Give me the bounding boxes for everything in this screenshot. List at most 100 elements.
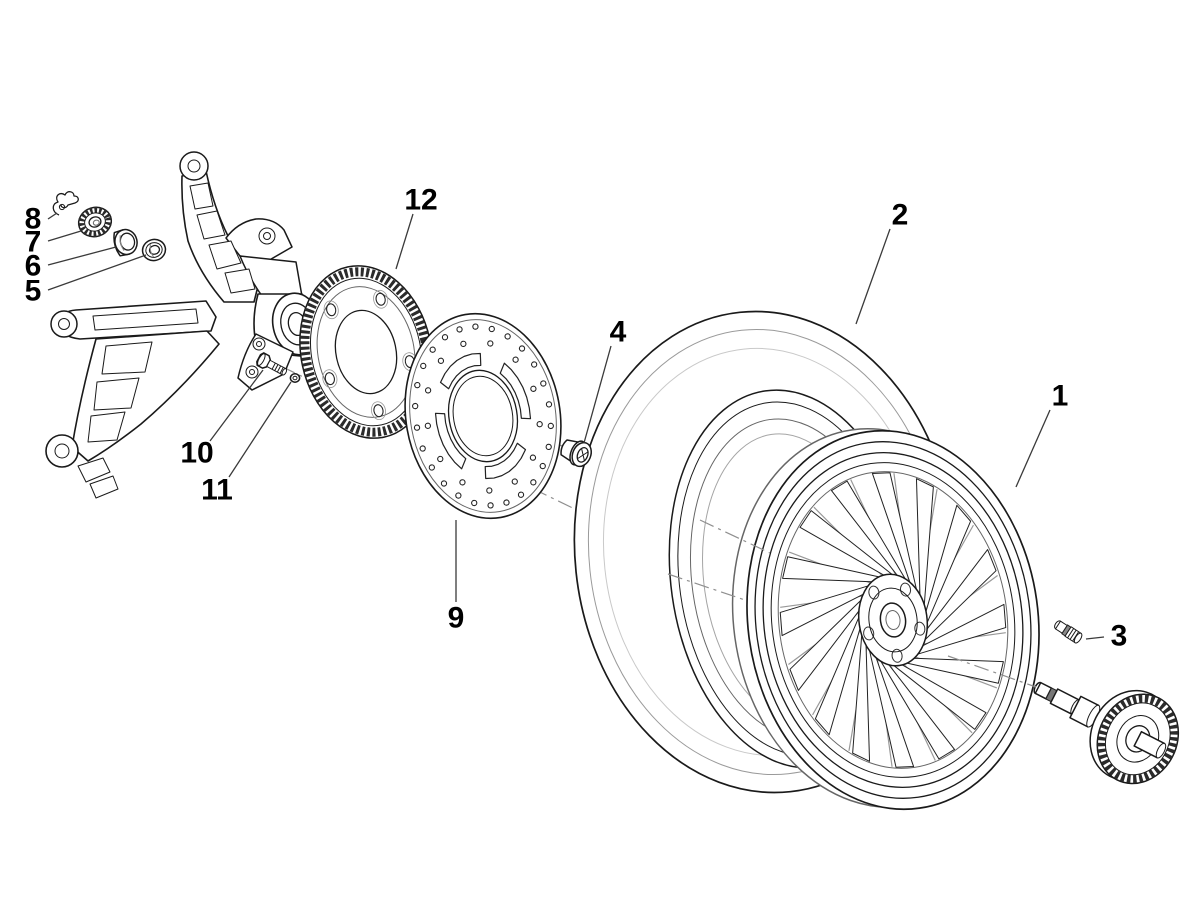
swingarm-top-eye: [179, 151, 209, 181]
disc-hole: [413, 424, 421, 431]
disc-hole: [460, 340, 467, 348]
disc-hole: [488, 325, 495, 333]
tone-ring-hole-ring: [370, 401, 386, 421]
callout-12-label: 12: [404, 184, 437, 217]
disc-hole: [536, 421, 543, 428]
swingarm-pivot-eye: [45, 434, 79, 468]
valve-stem: [1054, 620, 1083, 644]
disc-slots: [434, 352, 532, 480]
disc-hole: [437, 357, 445, 364]
callout-6-leader: [47, 246, 117, 266]
axle-gear-shaft: [1033, 681, 1180, 785]
swingarm-left-eye: [50, 310, 78, 338]
swingarm-cutouts: [87, 182, 256, 443]
disc-hole: [545, 443, 552, 451]
disc-hole: [419, 445, 426, 452]
callout-4-label: 4: [610, 316, 627, 349]
disc-holes: [412, 323, 554, 509]
tone-ring-hole: [326, 303, 337, 317]
hub-lug: [891, 648, 903, 663]
disc-hole: [530, 385, 537, 392]
callout-8-label: 8: [25, 203, 42, 236]
disc-hole: [456, 326, 463, 333]
disc-hole: [424, 387, 432, 394]
disc-hole: [487, 340, 494, 347]
tone-ring: [299, 265, 433, 439]
callout-4-leader: [583, 345, 612, 444]
disc-hole: [441, 334, 449, 341]
disc-hole: [517, 491, 525, 498]
disc-hole: [455, 492, 462, 499]
disc-hole: [414, 381, 421, 389]
disc-hole: [420, 362, 427, 370]
disc-hole: [545, 401, 553, 408]
tone-ring-hole: [324, 372, 335, 386]
bushing: [113, 228, 138, 257]
wheel-rim: [731, 428, 1040, 811]
disc-hole: [547, 422, 554, 430]
disc-hole: [487, 502, 494, 509]
disc-hole: [472, 323, 479, 330]
callout-12-leader: [395, 213, 414, 270]
callout-5-leader: [47, 254, 147, 291]
tone-ring-hole-ring: [322, 369, 338, 388]
callout-1-leader: [1015, 409, 1051, 488]
callout-2-leader: [855, 228, 891, 325]
disc-bolt: [256, 352, 288, 376]
disc-hole: [437, 455, 444, 463]
brake-disc: [404, 312, 562, 520]
disc-bolt-washer: [289, 373, 301, 383]
disc-hole: [412, 402, 419, 410]
disc-hole: [511, 478, 518, 485]
callout-1-label: 1: [1052, 380, 1069, 413]
tone-ring-hole: [375, 292, 386, 306]
callout-3-label: 3: [1111, 620, 1128, 653]
disc-hole: [504, 333, 511, 340]
disc-hole: [440, 480, 448, 487]
callout-5-label: 5: [25, 275, 42, 308]
disc-hole: [518, 345, 526, 352]
disc-slot: [484, 442, 527, 480]
tone-ring-holes: [322, 289, 418, 421]
disc-hole: [459, 479, 466, 486]
disc-hole: [429, 346, 436, 353]
disc-hole: [503, 499, 510, 506]
tone-ring-hole-ring: [373, 289, 389, 309]
callout-6-label: 6: [25, 250, 42, 283]
seal-ring: [141, 238, 167, 262]
disc-hole: [530, 479, 537, 486]
callout-10-label: 10: [180, 437, 213, 470]
wheel-hub: [857, 573, 929, 667]
disc-hole: [424, 422, 432, 429]
disc-slot: [499, 362, 532, 420]
callout-9-label: 9: [448, 602, 465, 635]
axis-overlay-segments: [667, 519, 1037, 688]
retaining-clip: [52, 191, 79, 216]
disc-hole: [512, 356, 519, 363]
disc-hole: [486, 487, 493, 494]
swingarm-bracket-eye: [258, 227, 276, 245]
axle-nut: [560, 439, 592, 468]
disc-hole: [539, 462, 546, 470]
callout-11-label: 11: [201, 474, 233, 507]
disc-slot: [439, 352, 482, 390]
disc-hole: [471, 499, 478, 507]
tone-ring-hole: [373, 404, 384, 418]
callout-7-leader: [47, 230, 82, 242]
callout-8-leader: [47, 212, 58, 220]
tone-ring-hole-ring: [323, 300, 339, 320]
callout-2-label: 2: [892, 199, 909, 232]
disc-hole: [540, 380, 547, 387]
rim-spokes: [779, 472, 1007, 768]
disc-slot: [434, 412, 467, 470]
callout-7-label: 7: [25, 226, 42, 259]
disc-hole: [531, 361, 538, 368]
callout-10-leader: [209, 369, 264, 442]
callout-11-leader: [228, 381, 292, 478]
disc-hole: [529, 454, 537, 461]
roller-bearing: [77, 206, 113, 238]
callout-3-leader: [1085, 636, 1105, 640]
